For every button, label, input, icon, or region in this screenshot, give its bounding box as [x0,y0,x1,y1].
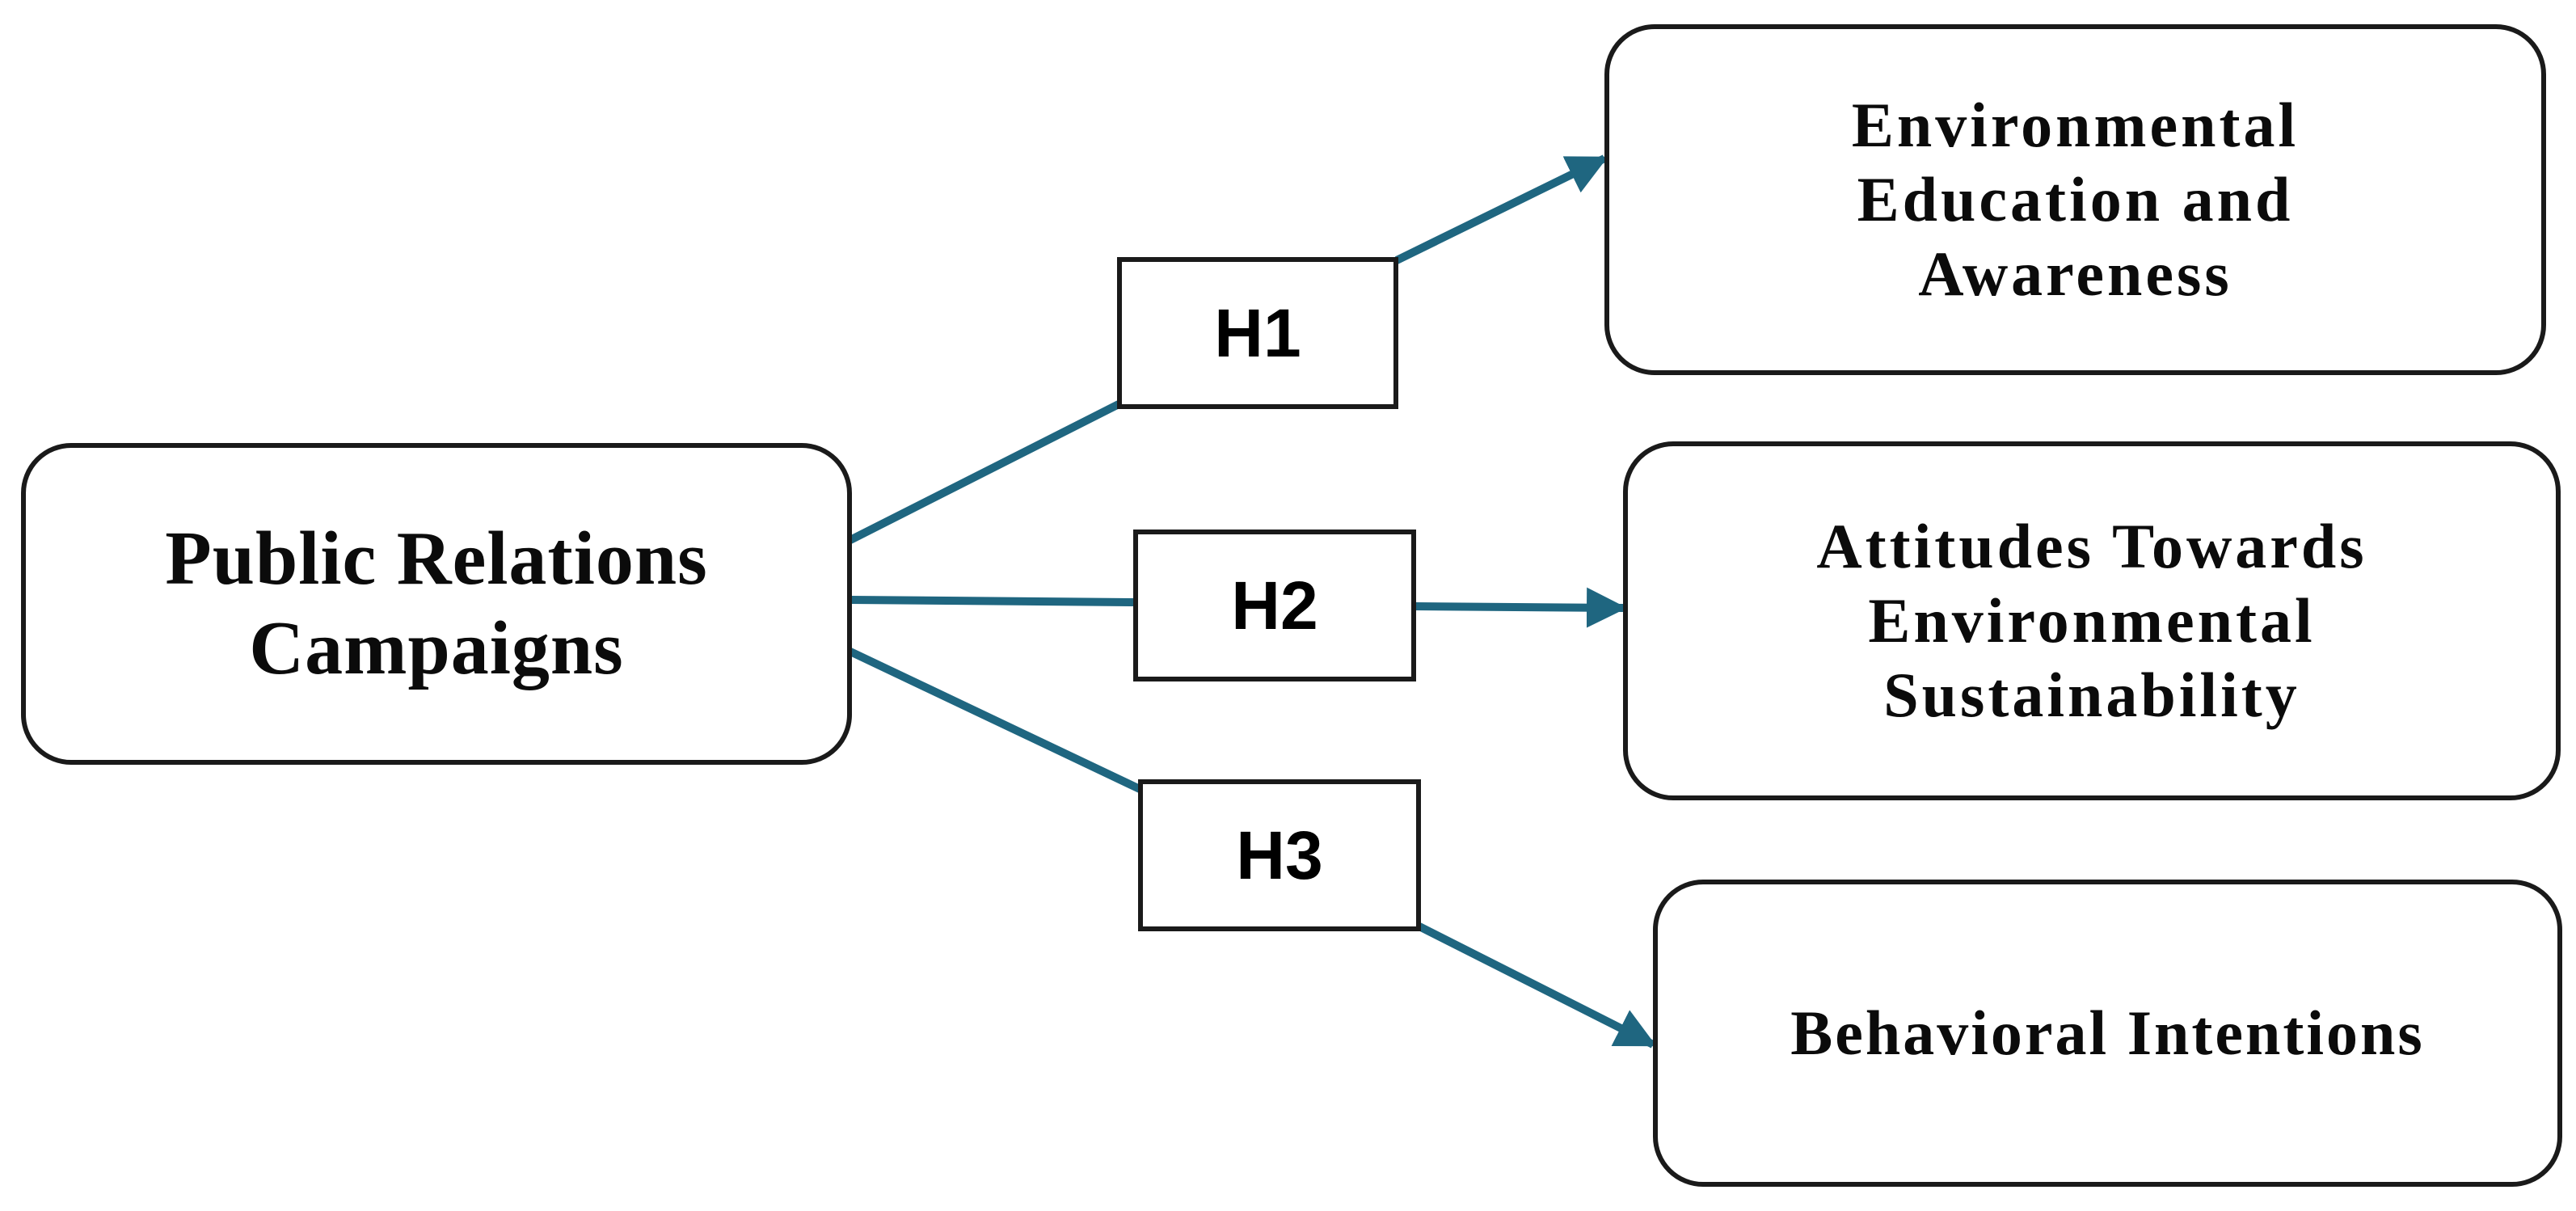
source-line-2: Campaigns [249,606,624,690]
target2-line-1: Attitudes Towards [1816,510,2367,581]
hypothesis-h3-label: H3 [1236,816,1323,893]
hypothesis-h1-label: H1 [1214,294,1301,371]
connector-source-h2 [850,596,1136,606]
target2-line-3: Sustainability [1883,660,2300,731]
connector-h3-target3 [1417,922,1657,1049]
target2-line-2: Environmental [1868,584,2316,656]
connector-h1-target1 [1394,154,1608,264]
attitudes-environmental-sustainability-node: Attitudes Towards Environmental Sustaina… [1623,441,2561,800]
target1-line-1: Environmental [1851,89,2300,160]
target1-line-2: Education and [1857,163,2294,234]
environmental-education-awareness-node: Environmental Education and Awareness [1604,24,2546,375]
hypothesis-h3-box: H3 [1138,779,1421,931]
hypothesis-h2-label: H2 [1231,567,1318,643]
connector-source-h3 [848,648,1142,793]
target1-line-3: Awareness [1918,238,2232,310]
source-line-1: Public Relations [165,517,708,601]
hypothesis-h1-box: H1 [1117,257,1398,409]
connector-source-h1 [848,400,1121,544]
hypothesis-h2-box: H2 [1133,530,1416,681]
behavioral-intentions-node: Behavioral Intentions [1653,880,2562,1187]
connector-h2-target2 [1414,587,1627,628]
public-relations-campaigns-node: Public Relations Campaigns [21,443,852,765]
target3-line-1: Behavioral Intentions [1790,997,2425,1068]
